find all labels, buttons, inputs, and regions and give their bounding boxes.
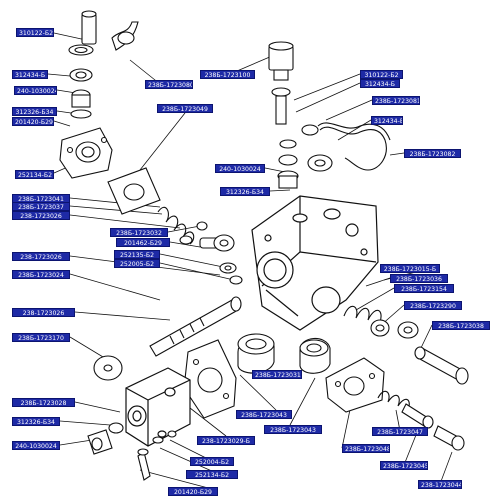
part-label[interactable]: 238Б-1723032 — [110, 228, 168, 237]
part-label[interactable]: 201462-Б29 — [116, 238, 170, 247]
part-label[interactable]: 312326-Б34 — [220, 187, 270, 196]
part-label[interactable]: 238-1723026 — [12, 211, 70, 220]
valve-flange-left — [59, 127, 113, 179]
gasket-right-lower — [325, 357, 385, 413]
part-label[interactable]: 312434-Б — [12, 70, 48, 79]
part-label[interactable]: 312434-Б — [360, 79, 400, 88]
part-label[interactable]: 238-1723026 — [12, 252, 70, 261]
part-label[interactable]: 238-1723026 — [12, 308, 75, 317]
part-label[interactable]: 238Б-1723049 — [157, 104, 213, 113]
part-label[interactable]: 238Б-1723080 — [145, 80, 193, 89]
part-label[interactable]: 238Б-1723082 — [404, 149, 461, 158]
part-label[interactable]: 238Б-1723028 — [12, 398, 75, 407]
part-label[interactable]: 240-1030024 — [14, 86, 57, 95]
part-label[interactable]: 238-1723029-Б — [197, 436, 255, 445]
part-label[interactable]: 238Б-1723154 — [394, 284, 454, 293]
plunger-right — [414, 346, 469, 385]
plug-top-center — [268, 41, 299, 189]
gasket-lower — [183, 339, 237, 419]
part-label[interactable]: 238Б-1723024 — [12, 270, 70, 279]
valve-block-lower — [125, 367, 191, 447]
main-housing — [251, 195, 379, 331]
part-label[interactable]: 201420-Б29 — [168, 487, 218, 496]
part-label[interactable]: 238Б-1723048 — [342, 444, 390, 453]
part-label[interactable]: 238Б-1723045 — [380, 461, 428, 470]
part-label[interactable]: 238-1723044 — [418, 480, 462, 489]
gasket-upper — [107, 167, 161, 215]
part-label[interactable]: 252135-Б2 — [114, 250, 160, 259]
part-label[interactable]: 238Б-1723081 — [372, 96, 420, 105]
small-parts-lower-left — [87, 422, 177, 481]
shaft-left — [149, 296, 242, 357]
part-label[interactable]: 238Б-1723043 — [264, 425, 322, 434]
part-label[interactable]: 238Б-1723038 — [432, 321, 490, 330]
part-label[interactable]: 238Б-1723043 — [236, 410, 292, 419]
part-label[interactable]: 238Б-1723100 — [200, 70, 255, 79]
part-label[interactable]: 201420-Б29 — [12, 117, 54, 126]
part-label[interactable]: 240-1030024 — [215, 164, 265, 173]
part-label[interactable]: 238Б-1723036 — [390, 274, 448, 283]
banjo-fitting-top-left — [68, 10, 139, 119]
part-label[interactable]: 238Б-1723047 — [372, 427, 428, 436]
part-label[interactable]: 238Б-1723015-Б — [380, 264, 440, 273]
spring-right — [343, 305, 419, 339]
spring-upper — [157, 206, 235, 252]
part-label[interactable]: 238Б-1723290 — [404, 301, 462, 310]
part-label[interactable]: 252134-Б2 — [186, 470, 238, 479]
part-label[interactable]: 312434-Б — [371, 116, 403, 125]
part-label[interactable]: 310122-Б2 — [360, 70, 403, 79]
banjo-pipe-right — [301, 122, 391, 172]
bushing-mid — [237, 333, 331, 374]
part-label[interactable]: 252005-Б2 — [114, 259, 160, 268]
spring-lower-right — [377, 390, 465, 451]
disc-left — [93, 355, 123, 381]
washers-mid — [196, 221, 243, 285]
part-label[interactable]: 238Б-1723037 — [12, 202, 70, 211]
part-label[interactable]: 252004-Б2 — [190, 457, 234, 466]
part-label[interactable]: 252134-Б2 — [15, 170, 54, 179]
part-label[interactable]: 310122-Б2 — [16, 28, 54, 37]
part-label[interactable]: 238Б-1723031 — [252, 370, 302, 379]
part-label[interactable]: 312326-Б34 — [12, 417, 60, 426]
part-label[interactable]: 240-1030024 — [12, 441, 60, 450]
part-label[interactable]: 312326-Б34 — [12, 107, 57, 116]
part-label[interactable]: 238Б-1723170 — [12, 333, 70, 342]
